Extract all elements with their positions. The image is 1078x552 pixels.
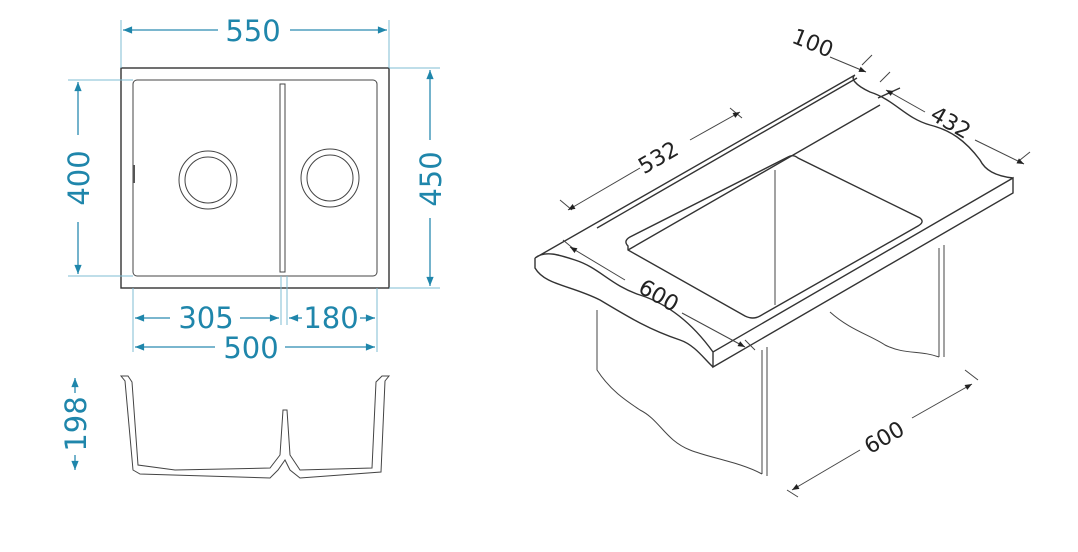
right-drain-icon <box>300 148 360 208</box>
dimension-cabinet-width: 600 <box>860 417 909 460</box>
dimension-bowls-total-width: 500 <box>223 331 278 365</box>
dimension-left-bowl-width: 305 <box>178 301 233 335</box>
section-profile <box>119 375 391 479</box>
sink-cutout <box>625 155 923 319</box>
dimension-counter-depth: 600 <box>634 275 683 318</box>
bowl-inner-outline <box>132 79 378 277</box>
top-view: 550 400 450 305 180 500 <box>62 14 448 365</box>
dimension-right-bowl-width: 180 <box>303 301 358 335</box>
overflow-slot <box>133 165 135 183</box>
section-view: 198 <box>59 375 391 479</box>
dimension-overall-width: 550 <box>225 14 280 48</box>
dimension-cabinet-depth-cut: 432 <box>926 102 975 145</box>
dimension-cutout-length: 532 <box>634 137 683 180</box>
dimension-front-back-offset: 100 <box>788 25 836 64</box>
left-drain-icon <box>178 150 238 210</box>
sink-outline <box>120 67 390 289</box>
bowl-divider <box>279 83 286 273</box>
installation-view: 532 100 432 600 600 <box>534 25 1031 498</box>
dimension-bowl-depth: 400 <box>62 150 96 205</box>
cabinet-left-side <box>596 310 763 475</box>
dimension-sink-height: 198 <box>59 396 93 451</box>
dimension-overall-depth: 450 <box>414 151 448 206</box>
countertop <box>534 74 1014 369</box>
